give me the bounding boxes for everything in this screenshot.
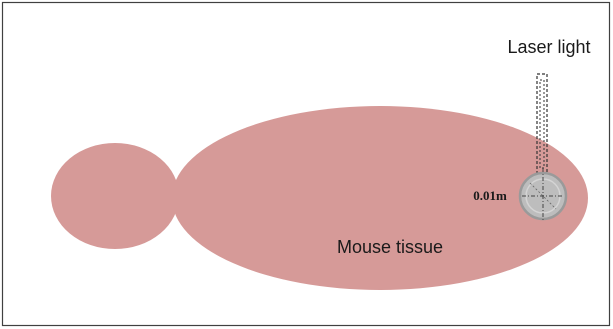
mouse-head-shape [51, 143, 179, 249]
scale-label: 0.01m [473, 188, 507, 203]
tissue-label: Mouse tissue [337, 237, 443, 257]
laser-light-label: Laser light [507, 37, 590, 57]
